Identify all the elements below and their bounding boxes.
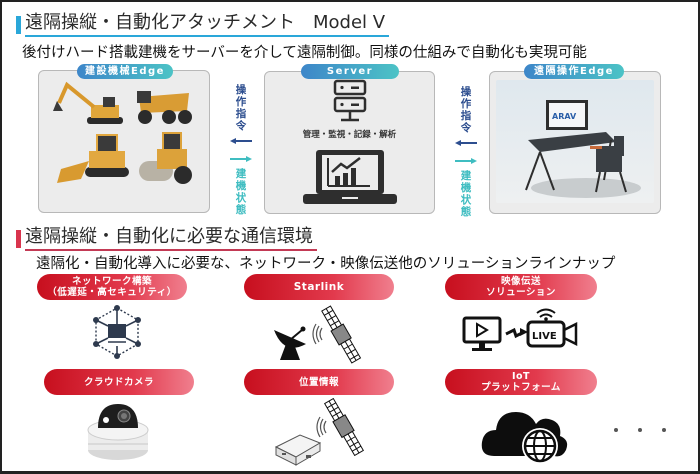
network-icon (93, 305, 141, 359)
dot (638, 428, 642, 432)
svg-text:LIVE: LIVE (532, 331, 557, 342)
heading-accent-bar (16, 230, 21, 248)
solution-network-pill: ネットワーク構築 （低遅延・高セキュリティ） (37, 274, 187, 300)
satellite-dish-icon (274, 305, 362, 364)
heading-underline (25, 249, 317, 251)
laptop-chart-icon (303, 150, 397, 204)
more-indicator (614, 428, 666, 432)
server-rack-icon (333, 79, 367, 122)
command-label: 操作指令 (460, 86, 472, 134)
arrow-left-icon (455, 140, 477, 146)
section2-title: 遠隔操縦・自動化に必要な通信環境 (25, 226, 313, 247)
section1-title: 遠隔操縦・自動化アタッチメント Model V (25, 12, 386, 33)
track-loader-icon (57, 134, 129, 183)
gps-satellite-icon (274, 397, 365, 466)
server-illustration (303, 79, 397, 204)
server-panel: 管理・監視・記録・解析 (264, 71, 435, 214)
command-label: 操作指令 (235, 84, 247, 132)
section2-heading: 遠隔操縦・自動化に必要な通信環境 (16, 226, 317, 251)
live-video-icon: LIVE (462, 308, 578, 351)
solution-location-pill: 位置情報 (244, 369, 394, 395)
status-label: 建機状態 (460, 170, 472, 218)
section1-subtitle: 後付けハード搭載建機をサーバーを介して遠隔制御。同様の仕組みで自動化も実現可能 (22, 45, 587, 61)
road-roller-icon (139, 132, 192, 184)
heading-accent-bar (16, 16, 21, 34)
arrow-right-icon (230, 156, 252, 162)
dome-camera-icon (87, 404, 149, 460)
arrow-left-icon (230, 138, 252, 144)
section2-subtitle: 遠隔化・自動化導入に必要な、ネットワーク・映像伝送他のソリューションラインナップ (36, 256, 616, 272)
server-caption: 管理・監視・記録・解析 (302, 130, 397, 140)
flow-arrows-left: 操作指令 建機状態 (226, 84, 256, 216)
cloud-globe-icon (481, 412, 568, 464)
excavator-icon (53, 81, 123, 124)
construction-machines-illustration (53, 81, 192, 184)
arrow-right-icon (455, 158, 477, 164)
server-tag: Server (301, 64, 399, 79)
remote-cockpit-illustration: ARAV (525, 100, 641, 198)
solution-starlink-pill: Starlink (244, 274, 394, 300)
construction-edge-tag: 建設機械Edge (77, 64, 173, 79)
arav-logo: ARAV (552, 112, 577, 121)
solution-cloud-camera-pill: クラウドカメラ (44, 369, 194, 395)
solution-iot-pill: IoT プラットフォーム (445, 369, 597, 395)
cockpit-photo: ARAV (496, 80, 654, 203)
heading-underline (25, 35, 390, 37)
flow-arrows-right: 操作指令 建機状態 (451, 86, 481, 218)
status-label: 建機状態 (235, 168, 247, 216)
construction-edge-panel (38, 70, 210, 213)
remote-edge-tag: 遠隔操作Edge (524, 64, 624, 79)
dump-truck-icon (137, 91, 192, 124)
dot (614, 428, 618, 432)
remote-edge-panel: ARAV (489, 71, 661, 214)
solution-video-pill: 映像伝送 ソリューション (445, 274, 597, 300)
section1-heading: 遠隔操縦・自動化アタッチメント Model V (16, 12, 390, 37)
dot (662, 428, 666, 432)
